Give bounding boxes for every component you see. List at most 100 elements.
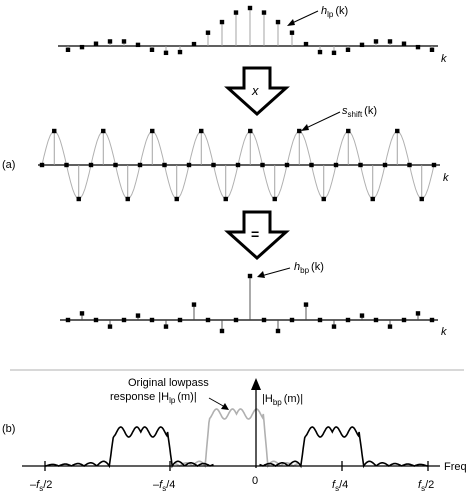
bandpass-response-left-curve — [44, 426, 214, 469]
hlp-sample — [261, 10, 267, 15]
sshift-sample — [284, 162, 290, 168]
hbp-sample — [345, 317, 351, 323]
hbp-pointer-head — [257, 271, 265, 278]
hbp-sample — [373, 317, 379, 323]
hlp-sample — [233, 10, 239, 15]
sshift-sample — [419, 196, 424, 202]
sshift-sample — [101, 128, 106, 134]
hlp-sample — [359, 42, 365, 48]
lowpass-annotation-line1: Original lowpass — [128, 377, 209, 389]
lowpass-annotation-pointer-head — [221, 403, 229, 410]
tick-label-neg-fs2: –fs/2 — [29, 479, 52, 493]
hbp-sample — [401, 317, 407, 323]
hbp-sample — [359, 313, 365, 318]
sshift-pointer-head — [301, 124, 309, 131]
sshift-sample — [309, 162, 314, 168]
tick-label-zero: 0 — [252, 475, 258, 487]
sshift-sample — [260, 162, 265, 168]
hlp-pointer-head — [287, 19, 295, 26]
sshift-sample — [174, 196, 179, 202]
hbp-label: hbp(k) — [294, 261, 324, 275]
tick-label-neg-fs4: –fs/4 — [152, 479, 175, 493]
hlp-sample — [275, 19, 281, 25]
hlp-sample — [65, 47, 71, 52]
hbp-sample — [317, 317, 323, 323]
sshift-sample — [358, 162, 363, 168]
hbp-sample — [247, 273, 253, 279]
hlp-sample — [205, 30, 211, 35]
hbp-sample — [93, 317, 99, 323]
hbp-sample — [135, 313, 141, 318]
hbp-sequence-plot: k hbp(k) — [60, 261, 447, 338]
hbp-sample — [107, 324, 113, 329]
hlp-sample — [401, 41, 407, 46]
hlp-sample — [79, 44, 85, 50]
hbp-sample — [205, 317, 211, 323]
bandpass-response-right-curve — [259, 426, 429, 469]
sshift-sample — [407, 162, 412, 168]
hlp-sample — [149, 47, 155, 52]
lowpass-response-curve — [174, 408, 299, 469]
multiply-arrow-shape — [224, 66, 290, 117]
hlp-axis-k-label: k — [441, 53, 447, 65]
multiply-arrow: x — [224, 66, 290, 117]
sshift-pointer-line — [303, 111, 341, 130]
equals-symbol: = — [251, 226, 259, 242]
sshift-sample — [431, 162, 437, 168]
sshift-sample — [297, 128, 302, 134]
tick-label-fs4: fs/4 — [332, 479, 348, 493]
magnitude-axis-arrowhead — [251, 378, 261, 390]
hlp-sample — [303, 41, 309, 47]
equals-arrow-shape — [224, 210, 290, 261]
hlp-sample — [121, 39, 127, 44]
sshift-axis-k-label: k — [443, 172, 449, 184]
hbp-sample — [429, 317, 435, 323]
panel-a-label: (a) — [2, 159, 15, 171]
sshift-sample — [321, 196, 326, 202]
lowpass-annotation-line2: response |Hlp(m)| — [110, 391, 197, 405]
hbp-sample — [331, 324, 337, 329]
hbp-sample — [415, 311, 421, 316]
hlp-stems — [65, 5, 435, 56]
hbp-pointer-line — [260, 267, 291, 277]
hlp-sample — [415, 44, 421, 50]
hbp-sample — [289, 317, 295, 323]
hlp-sequence-plot: k hlp(k) — [58, 5, 447, 65]
hbp-sample — [191, 302, 197, 307]
sshift-sample — [272, 196, 277, 202]
hbp-sample — [149, 317, 155, 323]
sshift-label: sshift(k) — [342, 105, 377, 119]
sshift-sample — [52, 128, 57, 134]
hbp-sample — [233, 317, 239, 323]
sshift-sample — [395, 128, 400, 134]
hlp-sample — [317, 49, 323, 55]
hbp-sample — [275, 328, 281, 334]
sshift-sample — [235, 162, 241, 168]
sshift-sample — [223, 196, 228, 202]
sshift-stems — [39, 128, 437, 202]
freq-axis-label: Freq — [444, 461, 467, 473]
sshift-sample — [137, 162, 143, 168]
hlp-sample — [387, 39, 393, 44]
hbp-sample — [121, 317, 127, 323]
sshift-sample — [64, 162, 69, 168]
sshift-sample — [39, 162, 45, 168]
spectrum-plot: –fs/2 –fs/4 0 fs/4 fs/2 Freq |Hbp(m)| Or… — [2, 377, 467, 493]
sshift-sample — [76, 196, 81, 202]
sshift-sample — [346, 128, 351, 134]
hlp-sample — [163, 50, 169, 56]
sshift-sample — [88, 162, 94, 168]
hlp-sample — [107, 39, 113, 44]
hlp-sample — [345, 47, 351, 52]
hbp-axis-k-label: k — [441, 326, 447, 338]
lowpass-annotation-pointer — [208, 397, 226, 408]
hlp-sample — [191, 41, 197, 47]
hbp-sample — [219, 328, 225, 334]
sshift-sample — [113, 162, 118, 168]
hlp-sample — [289, 30, 295, 35]
hbp-stems — [65, 273, 435, 334]
hlp-label: hlp(k) — [321, 5, 348, 19]
sshift-sample — [370, 196, 375, 202]
sshift-sample — [382, 162, 388, 168]
